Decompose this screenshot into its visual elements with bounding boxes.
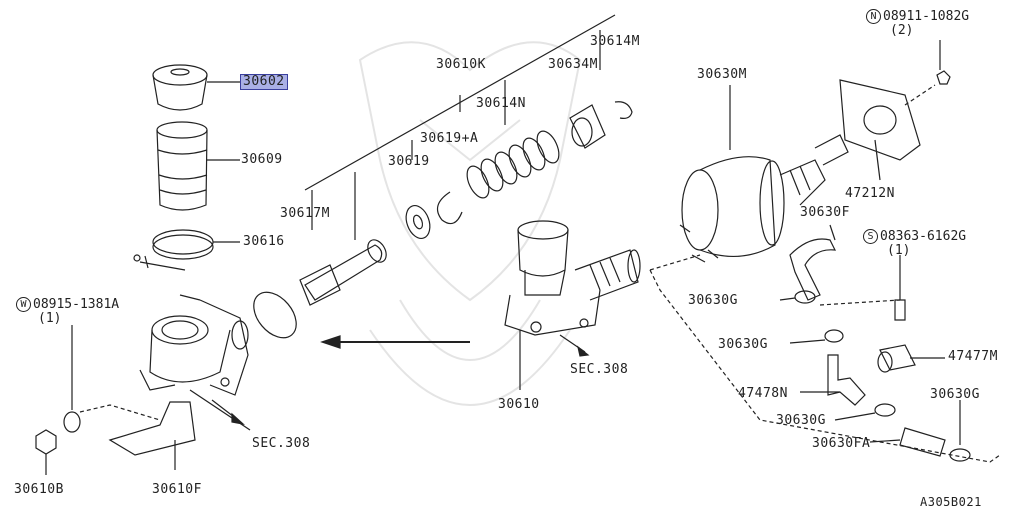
hose-30630F (789, 238, 837, 301)
label-47477M[interactable]: 47477M (948, 349, 998, 364)
s-code: 08363-6162G (880, 229, 967, 244)
gasket-47212N (839, 79, 921, 161)
boot-30634M (569, 104, 606, 149)
label-30634M[interactable]: 30634M (548, 57, 598, 72)
spring-30614N (466, 130, 560, 199)
label-30630F[interactable]: 30630F (800, 205, 850, 220)
label-30616[interactable]: 30616 (243, 234, 285, 249)
washer-W (63, 411, 81, 433)
n-code: 08911-1082G (883, 9, 970, 24)
cylinder-body-30610F (139, 294, 249, 396)
label-30610B[interactable]: 30610B (14, 482, 64, 497)
reservoir-30609 (156, 121, 208, 211)
label-30610F[interactable]: 30610F (152, 482, 202, 497)
clip-30614M (614, 101, 633, 119)
piston-assembly (299, 239, 387, 306)
clamp-30616 (133, 229, 214, 271)
master-cylinder-30610 (504, 220, 641, 336)
clamp-30630G-a (794, 290, 816, 304)
snapring-30619A (436, 191, 463, 225)
hose-30630FA (899, 427, 946, 457)
screw-S (894, 299, 906, 321)
seal-30617M (253, 291, 297, 339)
label-30630M[interactable]: 30630M (697, 67, 747, 82)
label-30610[interactable]: 30610 (498, 397, 540, 412)
s-qty: (1) (887, 243, 911, 258)
s-circle-icon: S (863, 229, 878, 244)
label-30609[interactable]: 30609 (241, 152, 283, 167)
nut-N (936, 70, 951, 85)
label-47478N[interactable]: 47478N (738, 386, 788, 401)
label-30619[interactable]: 30619 (388, 154, 430, 169)
n-qty: (2) (890, 23, 914, 38)
brake-booster-30630M (679, 134, 849, 263)
label-30630G-c[interactable]: 30630G (776, 413, 826, 428)
label-30617M[interactable]: 30617M (280, 206, 330, 221)
w-qty: (1) (38, 311, 62, 326)
label-sec308-right[interactable]: SEC.308 (570, 362, 629, 377)
bracket-30610F (108, 401, 196, 456)
washer-30619 (405, 204, 431, 240)
w-code: 08915-1381A (33, 297, 120, 312)
label-47212N[interactable]: 47212N (845, 186, 895, 201)
label-sec308-left: SEC.308 (252, 436, 311, 451)
watermark-logo (358, 41, 582, 406)
reservoir-cap-30602 (152, 64, 208, 111)
label-30619A[interactable]: 30619+A (420, 131, 479, 146)
nut-30610B (35, 429, 57, 455)
clamp-30630G-d (949, 448, 971, 462)
label-30614M[interactable]: 30614M (590, 34, 640, 49)
clamp-30630G-b (824, 329, 844, 343)
w-circle-icon: W (16, 297, 31, 312)
label-30630G-d[interactable]: 30630G (930, 387, 980, 402)
label-30614N[interactable]: 30614N (476, 96, 526, 111)
label-30630G-b[interactable]: 30630G (718, 337, 768, 352)
label-30610K[interactable]: 30610K (436, 57, 486, 72)
diagram-code: A305B021 (920, 495, 982, 509)
n-circle-icon: N (866, 9, 881, 24)
bracket-47477M (879, 344, 916, 371)
clamp-30630G-c (874, 403, 896, 417)
label-30630FA[interactable]: 30630FA (812, 436, 871, 451)
valve-47478N (827, 354, 866, 406)
label-30602[interactable]: 30602 (240, 74, 288, 90)
label-30630G-a[interactable]: 30630G (688, 293, 738, 308)
